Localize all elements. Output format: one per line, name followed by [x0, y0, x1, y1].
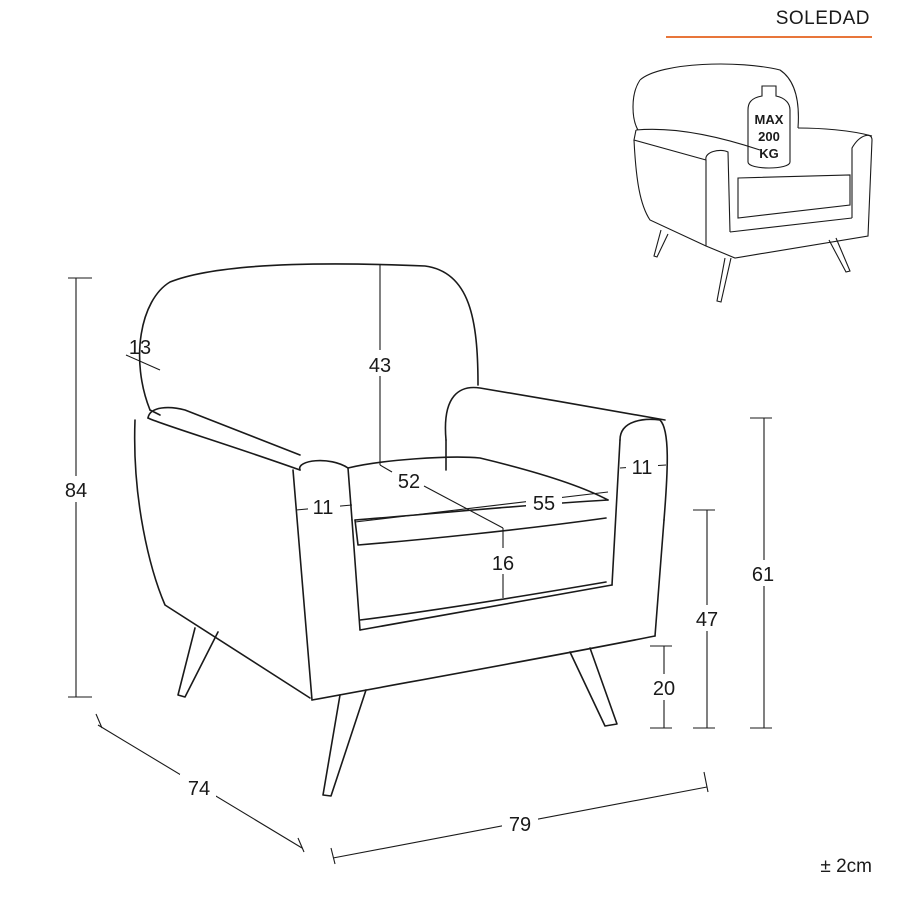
label-back-thickness: 13	[129, 337, 151, 359]
main-armchair	[133, 263, 669, 797]
label-width: 79	[509, 814, 531, 836]
title-underline	[666, 36, 872, 38]
label-arm-width-right: 11	[632, 457, 653, 479]
label-depth: 74	[188, 778, 210, 800]
capacity-max: MAX	[755, 112, 784, 127]
label-seat-width: 55	[533, 493, 555, 515]
label-back-height: 43	[369, 355, 391, 377]
label-leg-height: 20	[653, 678, 675, 700]
tolerance-note: ± 2cm	[820, 856, 872, 877]
label-seat-height: 47	[696, 609, 718, 631]
capacity-unit: KG	[759, 146, 779, 161]
dimension-labels: 84 13 43 52 55 11 11 16 61 47 20 74 79	[58, 337, 782, 836]
preview-armchair: MAX 200 KG	[632, 63, 873, 303]
label-arm-height: 61	[752, 564, 774, 586]
label-cushion-thickness: 16	[492, 553, 514, 575]
product-title: SOLEDAD	[775, 8, 870, 29]
label-total-height: 84	[65, 480, 87, 502]
dimension-lines	[68, 265, 772, 865]
label-arm-width-left: 11	[313, 497, 334, 519]
weight-bottle-icon	[747, 85, 791, 169]
label-seat-depth: 52	[398, 471, 420, 493]
capacity-value: 200	[758, 129, 780, 144]
